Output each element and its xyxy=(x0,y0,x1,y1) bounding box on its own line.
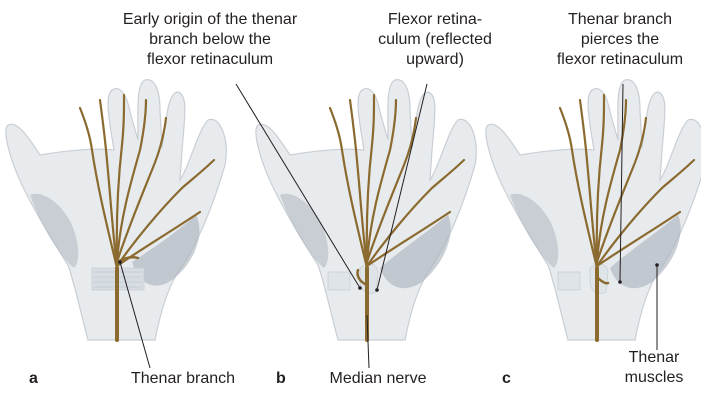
label-early-origin: Early origin of the thenar branch below … xyxy=(90,10,330,70)
hand-panel-c xyxy=(486,80,701,340)
label-thenar-branch: Thenar branch xyxy=(118,369,248,389)
hand-panel-b xyxy=(256,80,476,340)
retinaculum-edge-left xyxy=(328,272,350,290)
leader-dot xyxy=(358,286,362,290)
panel-letter-c: c xyxy=(502,369,511,389)
retinaculum-edge-left xyxy=(558,272,580,290)
hand-panel-a xyxy=(6,80,226,340)
panel-letter-b: b xyxy=(276,369,286,389)
leader-dot xyxy=(618,280,622,284)
label-thenar-muscles: Thenar muscles xyxy=(614,348,694,388)
panel-letter-a: a xyxy=(29,369,38,389)
label-median-nerve: Median nerve xyxy=(318,369,438,389)
leader-dot xyxy=(118,260,122,264)
leader-dot xyxy=(655,263,659,267)
label-thenar-pierces: Thenar branch pierces the flexor retinac… xyxy=(540,10,700,70)
label-flexor-retinaculum: Flexor retina- culum (reflected upward) xyxy=(355,10,515,70)
leader-dot xyxy=(375,288,379,292)
